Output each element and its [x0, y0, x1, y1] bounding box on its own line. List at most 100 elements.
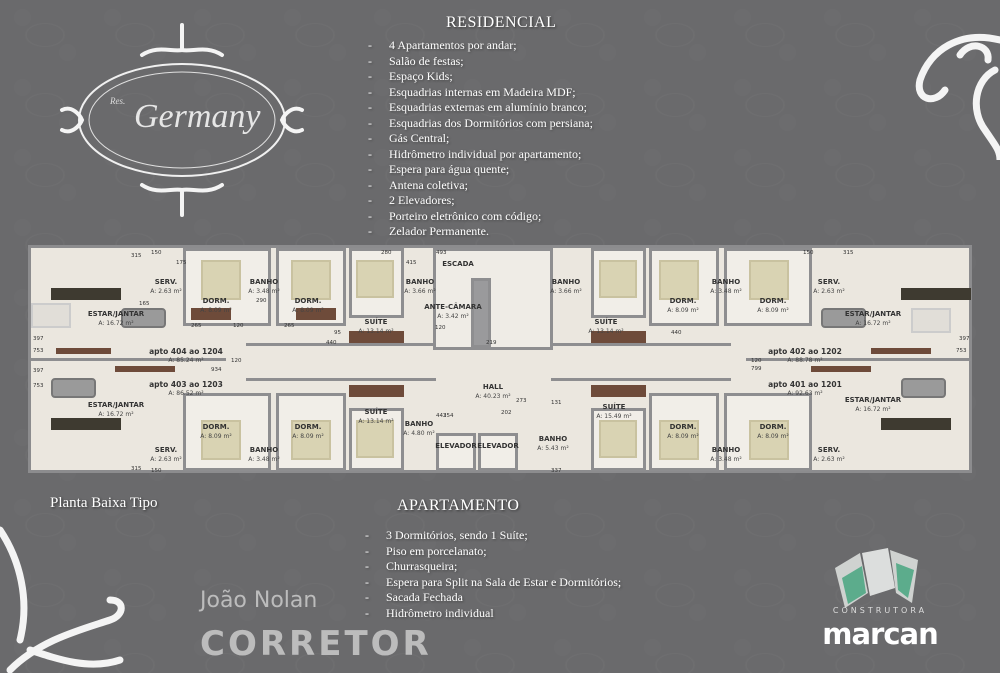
room-name: BANHO [711, 446, 741, 454]
room-area: A: 8.09 m² [667, 307, 699, 314]
room-area: A: 92.63 m² [787, 390, 823, 397]
room-label: SERV.A: 2.63 m² [813, 278, 844, 296]
room-name: BANHO [249, 446, 279, 454]
dimension-label: 442 [436, 413, 447, 419]
dimension-label: 175 [176, 260, 187, 266]
dimension-label: 280 [381, 250, 392, 256]
feature-item: Churrasqueira; [365, 559, 621, 575]
room-area: A: 3.42 m² [437, 313, 469, 320]
dimension-label: 440 [326, 340, 337, 346]
dimension-label: 95 [334, 330, 341, 336]
dimension-label: 315 [843, 250, 854, 256]
corner-ornament-top-right [915, 33, 1000, 160]
room-label: DORM.A: 8.09 m² [200, 297, 231, 315]
room-name: BANHO [405, 278, 435, 286]
room-name: DORM. [294, 423, 322, 431]
room-label: BANHO A: 3.66 m² [404, 278, 435, 296]
germany-logo: Res. Germany [52, 20, 312, 220]
dimension-label: 120 [435, 325, 446, 331]
room-label: DORM.A: 8.09 m² [667, 297, 698, 315]
room-area: A: 8.09 m² [200, 433, 232, 440]
brand-name: marcan [822, 617, 939, 651]
room-name: BANHO [538, 435, 568, 443]
brand-sub: CONSTRUTORA [832, 606, 928, 615]
room-area: A: 13.14 m² [588, 328, 624, 335]
room-area: A: 8.09 m² [757, 307, 789, 314]
dimension-label: 354 [443, 413, 454, 419]
room-label: DORM.A: 8.09 m² [292, 423, 323, 441]
room-name: DORM. [294, 297, 322, 305]
dimension-label: 150 [803, 250, 814, 256]
dimension-label: 397 [33, 368, 44, 374]
room-area: A: 8.09 m² [757, 433, 789, 440]
dimension-label: 219 [486, 340, 497, 346]
dimension-label: 397 [33, 336, 44, 342]
room-area: A: 8.09 m² [292, 307, 324, 314]
marcan-logo: CONSTRUTORA marcan [800, 548, 960, 658]
corner-ornament-bottom-left [0, 526, 125, 673]
dimension-label: 120 [231, 358, 242, 364]
room-area: A: 3.48 m² [248, 288, 280, 295]
room-name: ELEVADOR [435, 442, 477, 450]
room-name: ESTAR/JANTAR [87, 310, 145, 318]
room-area: A: 5.43 m² [537, 445, 569, 452]
dimension-label: 934 [211, 367, 222, 373]
feature-item: Espera para Split na Sala de Estar e Dor… [365, 575, 621, 591]
room-label: DORM.A: 8.09 m² [757, 423, 788, 441]
dimension-label: 397 [959, 336, 970, 342]
room-area: A: 86.52 m² [168, 390, 204, 397]
room-area: A: 2.63 m² [150, 288, 182, 295]
dimension-label: 415 [406, 260, 417, 266]
apartamento-title: APARTAMENTO [397, 497, 520, 514]
dimension-label: 120 [751, 358, 762, 364]
feature-item: 3 Dormitórios, sendo 1 Suíte; [365, 528, 621, 544]
dimension-label: 753 [33, 383, 44, 389]
room-name: SERV. [817, 446, 841, 454]
room-name: ESTAR/JANTAR [844, 310, 902, 318]
room-area: A: 85.24 m² [168, 357, 204, 364]
room-name: BANHO [711, 278, 741, 286]
room-label: DORM.A: 8.09 m² [757, 297, 788, 315]
room-name: DORM. [669, 423, 697, 431]
room-area: A: 3.66 m² [404, 288, 436, 295]
room-name: BANHO [404, 420, 434, 428]
feature-item: Antena coletiva; [368, 178, 593, 194]
plan-title: Planta Baixa Tipo [50, 495, 158, 511]
room-area: A: 3.66 m² [550, 288, 582, 295]
room-area: A: 3.48 m² [710, 456, 742, 463]
room-name: SERV. [154, 278, 178, 286]
dimension-label: 799 [751, 366, 762, 372]
room-area: A: 3.48 m² [248, 456, 280, 463]
room-label: DORM.A: 8.09 m² [667, 423, 698, 441]
dimension-label: 265 [284, 323, 295, 329]
room-label: DORM.A: 8.09 m² [200, 423, 231, 441]
dimension-label: 165 [139, 301, 150, 307]
room-area: A: 8.09 m² [200, 307, 232, 314]
room-name: HALL [482, 383, 504, 391]
room-area: A: 15.49 m² [596, 413, 632, 420]
room-area: A: 13.14 m² [358, 418, 394, 425]
room-area: A: 2.63 m² [813, 288, 845, 295]
logo-prefix: Res. [110, 96, 126, 106]
room-name: apto 404 ao 1204 [149, 347, 223, 356]
room-name: apto 403 ao 1203 [149, 380, 223, 389]
dimension-label: 202 [501, 410, 512, 416]
feature-item: Esquadrias internas em Madeira MDF; [368, 85, 593, 101]
room-label: BANHO A: 5.43 m² [537, 435, 568, 453]
apartamento-features-list: 3 Dormitórios, sendo 1 Suíte;Piso em por… [365, 528, 621, 621]
feature-item: Esquadrias externas em alumínio branco; [368, 100, 593, 116]
